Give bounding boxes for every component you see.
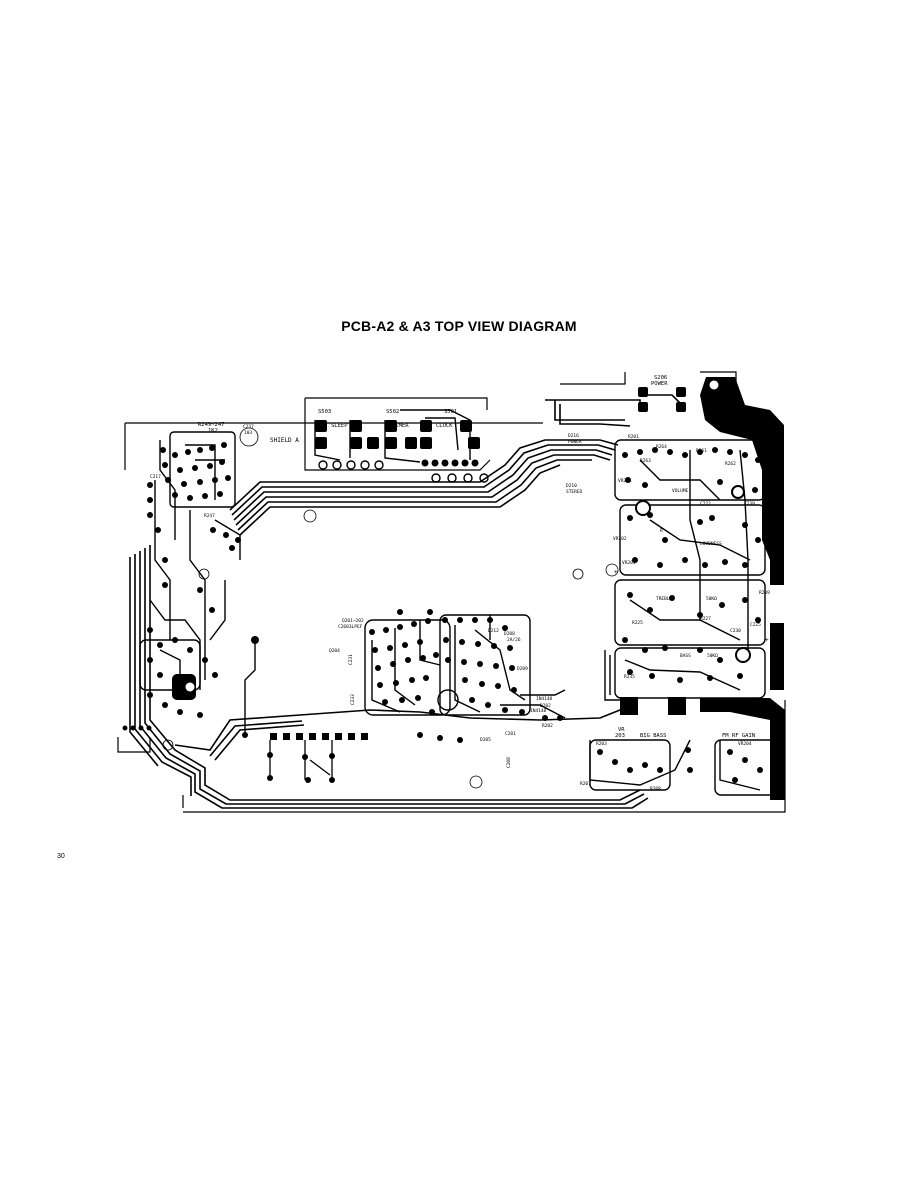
label-fm-rf-gain: FM RF GAIN	[722, 733, 755, 739]
right-mount-hole	[708, 379, 720, 391]
label-c230: C230	[730, 628, 741, 634]
label-vr204: VR204	[738, 741, 752, 747]
diagram-title: PCB-A2 & A3 TOP VIEW DIAGRAM	[341, 318, 577, 334]
label-in4148-a: IN4148	[536, 696, 553, 702]
label-q201-part: C2603LPEF	[338, 624, 363, 630]
label-r249-value: 1K2	[208, 428, 218, 434]
label-stereo: STEREO	[566, 489, 583, 495]
label-c237-value: 103	[244, 430, 252, 436]
volume-pot-hole	[635, 500, 651, 516]
label-big-bass: BIG BASS	[640, 733, 667, 739]
left-mount-hole	[184, 681, 196, 693]
label-r: R	[660, 528, 663, 534]
label-d208: D208	[504, 631, 515, 637]
label-sleep: SLEEP	[331, 423, 348, 429]
label-loudness: LOUDNESS	[700, 541, 722, 547]
left-section-traces	[139, 431, 256, 735]
center-section-pads	[369, 609, 563, 721]
power-switch	[638, 387, 686, 412]
label-c201: C201	[505, 731, 516, 737]
label-bass: BASS	[680, 653, 691, 659]
left-ground-patch	[172, 674, 196, 700]
label-r208: R208	[650, 786, 661, 792]
label-d212: D212	[488, 628, 499, 634]
label-s501: S501	[444, 409, 457, 415]
label-c222: C222	[700, 501, 711, 507]
label-r227: R227	[700, 616, 711, 622]
label-vr202: VR202	[613, 536, 627, 542]
switch-block	[314, 409, 489, 483]
label-r225: R225	[632, 620, 643, 626]
component-labels: R249~247 1K2 C237 103 SHIELD A R247 C217…	[150, 375, 770, 792]
center-section-traces	[364, 614, 566, 719]
label-plus-mid: +	[614, 569, 618, 576]
label-timer: TIMER	[392, 423, 409, 429]
label-clock: CLOCK	[436, 423, 453, 429]
label-r207: R207	[580, 781, 591, 787]
label-r203: R203	[596, 741, 607, 747]
label-s502: S502	[386, 409, 399, 415]
bass-pot-hole	[735, 647, 751, 663]
label-power-led: POWER	[568, 439, 582, 445]
label-r262: R262	[725, 461, 736, 467]
label-power: POWER	[651, 381, 668, 387]
label-in4148-b: 1N4148	[530, 708, 547, 714]
label-d205: D205	[480, 737, 491, 743]
label-d202: D202	[540, 703, 551, 709]
label-r261: R261	[696, 448, 707, 454]
label-r249: R249~247	[198, 422, 225, 428]
label-s503: S503	[318, 409, 331, 415]
label-vr203: VR203	[622, 560, 636, 566]
vr-hole	[731, 485, 745, 499]
label-50k-treble: 50KΩ	[706, 596, 717, 602]
label-r209: R209	[759, 590, 770, 596]
page-number: 30	[57, 853, 65, 860]
label-c217: C217	[150, 474, 161, 480]
label-d208-part: 2A/26	[507, 637, 521, 643]
label-c233: C233	[350, 694, 356, 705]
label-r201: R201	[628, 434, 639, 440]
label-q204: Q204	[329, 648, 340, 654]
left-section-pads	[122, 442, 259, 738]
label-shield: SHIELD A	[270, 437, 299, 444]
switch-pads	[315, 420, 480, 467]
trace-bus	[129, 394, 683, 809]
label-vr201: VR201	[618, 478, 632, 484]
label-plus-right: +	[765, 637, 769, 644]
label-r235: R235	[624, 674, 635, 680]
label-r202: R202	[542, 723, 553, 729]
mounting-marks	[162, 427, 619, 789]
label-c225: C225	[750, 622, 761, 628]
label-vr-num: 203	[615, 733, 625, 739]
label-c231: C231	[348, 654, 354, 665]
label-q201: Q201~202	[342, 618, 364, 624]
pad-row-lower	[267, 732, 463, 783]
label-50k: 50KΩ	[707, 653, 718, 659]
label-r264: R264	[656, 444, 667, 450]
label-r263: R263	[640, 458, 651, 464]
label-treble: TREBLE	[656, 596, 673, 602]
label-d209: D209	[517, 666, 528, 672]
right-ground-fill	[620, 377, 785, 800]
label-s206: S206	[654, 375, 667, 381]
label-r247: R247	[204, 513, 215, 519]
label-c239: C239	[744, 501, 755, 507]
label-c237: C237	[243, 424, 254, 430]
label-d210: D210	[566, 483, 577, 489]
label-d216: D216	[568, 433, 579, 439]
label-c208: C208	[506, 757, 512, 768]
label-vr: VR	[618, 727, 625, 733]
label-volume: VOLUME	[672, 488, 689, 494]
lower-link-traces	[269, 740, 333, 780]
